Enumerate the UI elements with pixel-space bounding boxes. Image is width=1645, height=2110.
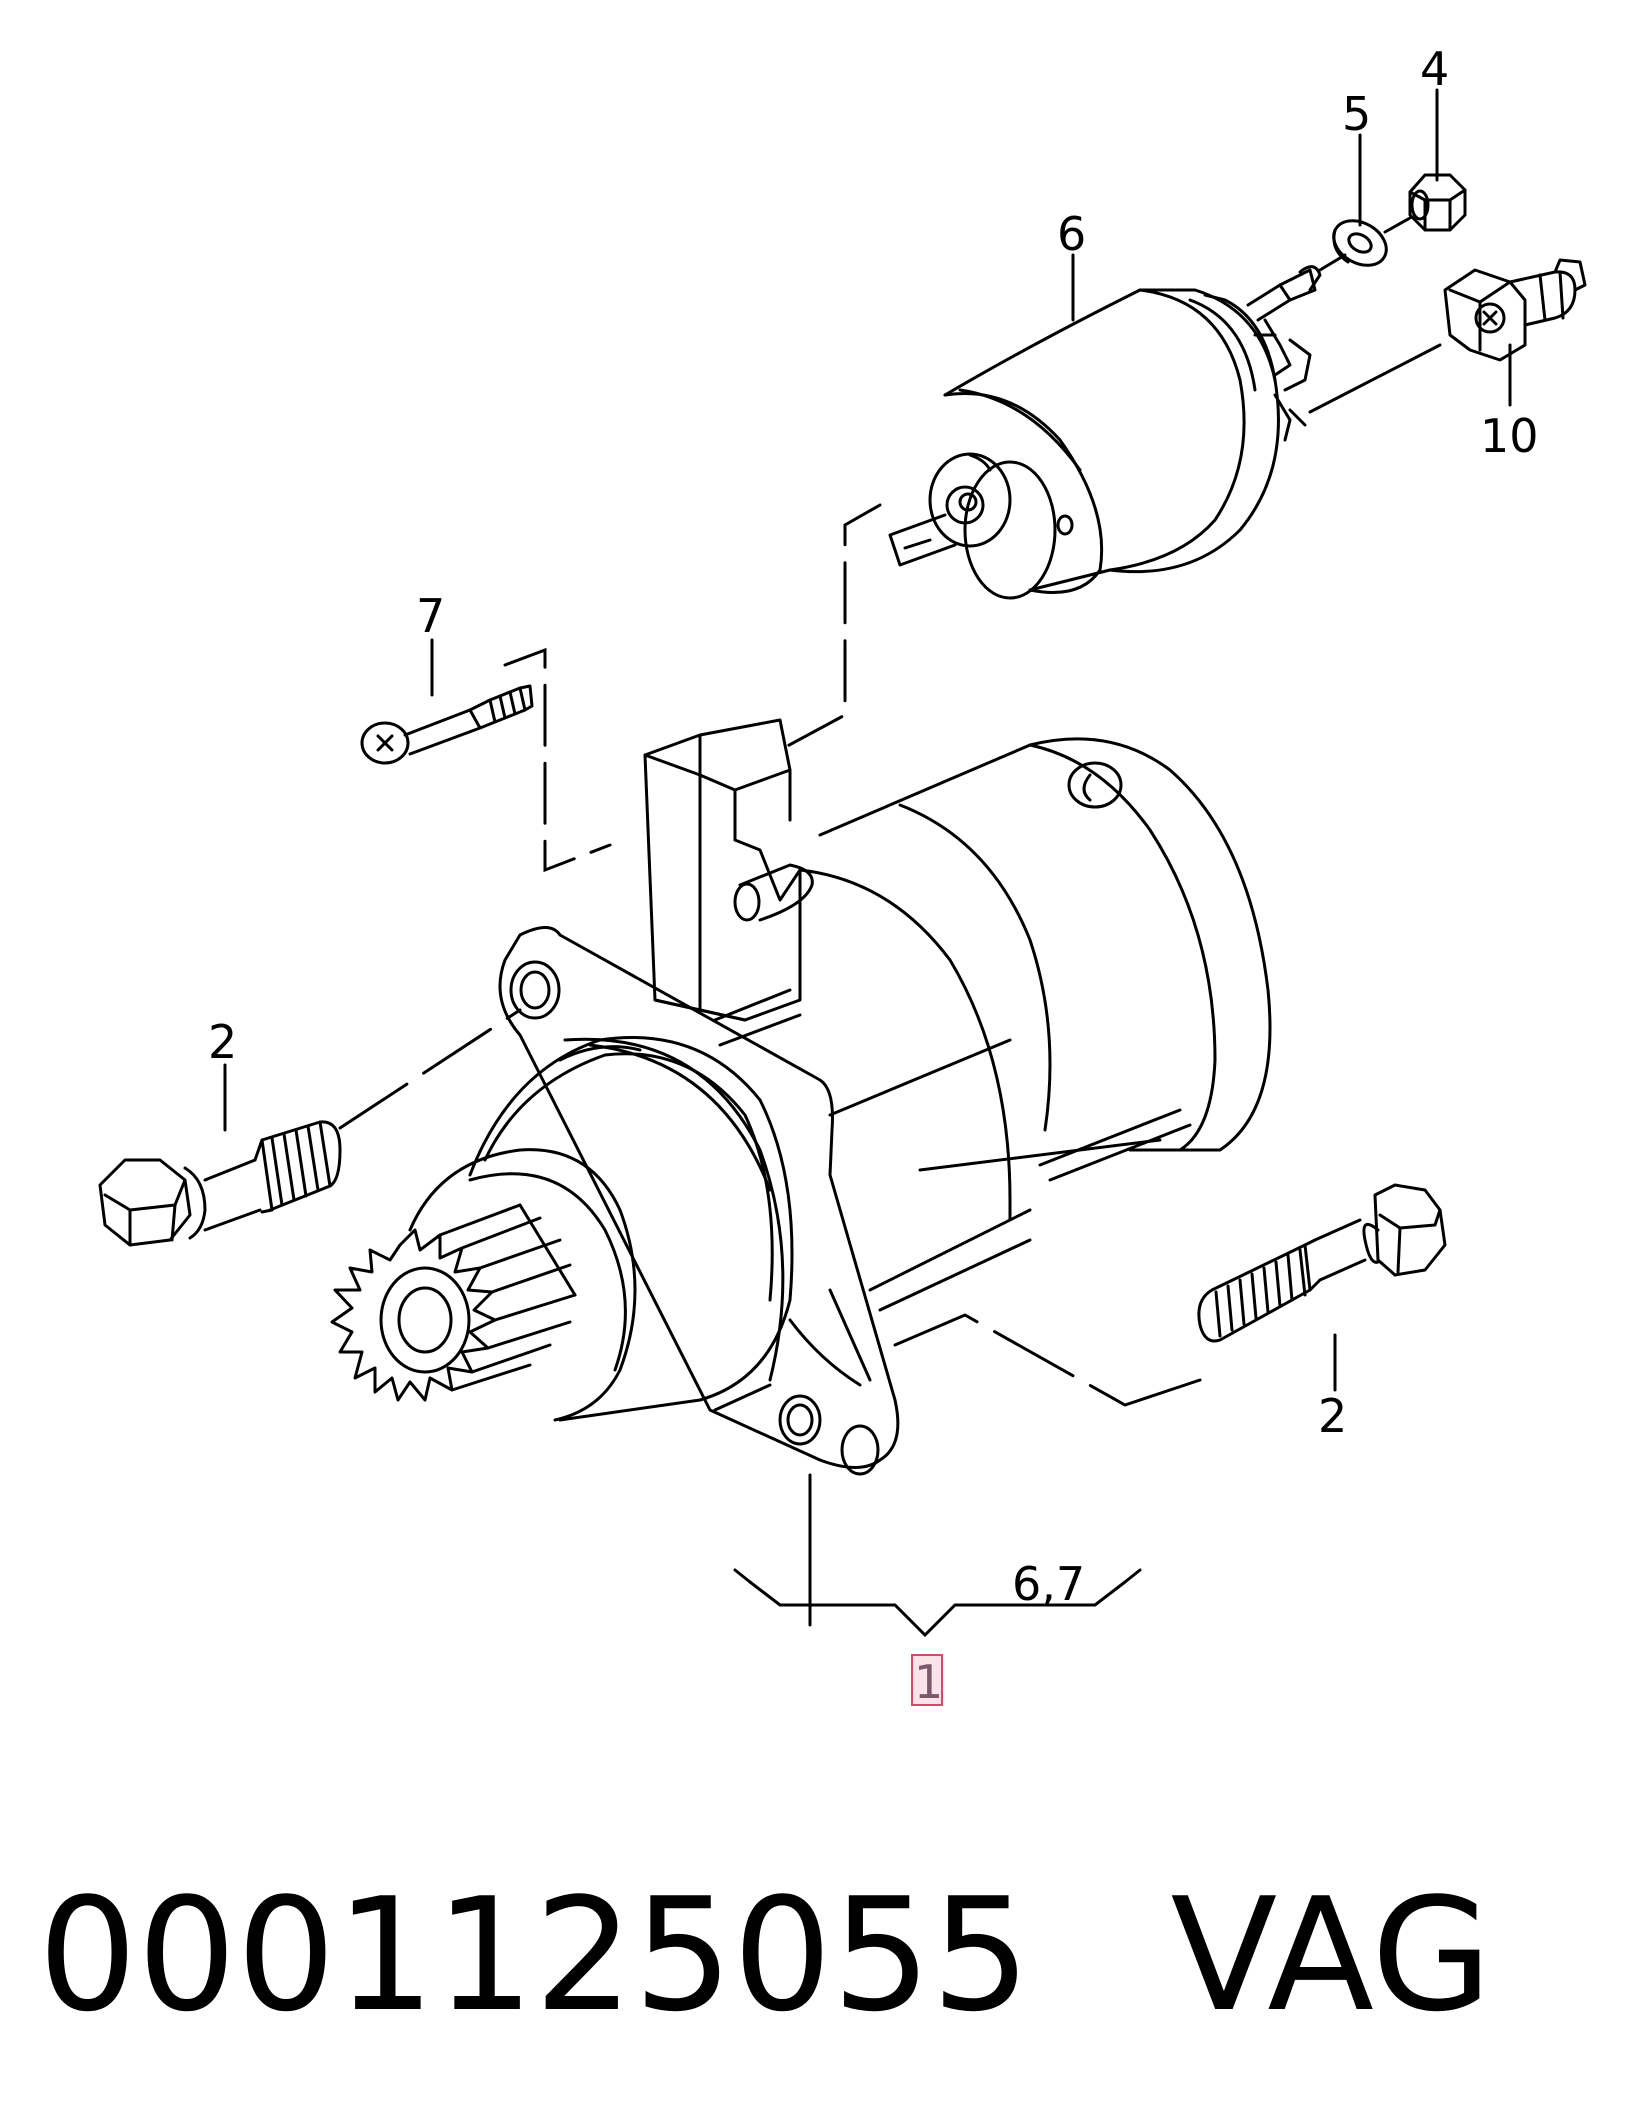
callout-4: 4: [1420, 42, 1449, 96]
callout-2-left: 2: [208, 1015, 237, 1069]
washer: [1332, 219, 1388, 267]
reference-highlight-box: [911, 1654, 943, 1706]
callout-5: 5: [1342, 87, 1371, 141]
callout-1: 1: [914, 1655, 943, 1709]
pinion-gear: [330, 1203, 577, 1402]
solenoid: [888, 265, 1322, 600]
terminal-cap: [1443, 258, 1587, 362]
starter-motor: [330, 718, 1272, 1476]
leader-lines: [223, 88, 1512, 1638]
brand-name: VAG: [1170, 1864, 1493, 2046]
exploded-parts-diagram: 4 5 6 10 7 2 2 6,7 1: [98, 42, 1587, 1709]
callout-6-7: 6,7: [1012, 1557, 1085, 1611]
bolt-left: [98, 1120, 342, 1247]
screw: [360, 684, 534, 765]
part-number: 0001125055: [38, 1864, 1031, 2046]
part-caption: 0001125055 VAG: [38, 1855, 1598, 2055]
nut: [1408, 173, 1467, 232]
bolt-right: [1197, 1183, 1447, 1343]
callout-6: 6: [1057, 207, 1086, 261]
callout-7: 7: [416, 589, 445, 643]
callout-10: 10: [1480, 409, 1539, 463]
callout-2-right: 2: [1318, 1389, 1347, 1443]
